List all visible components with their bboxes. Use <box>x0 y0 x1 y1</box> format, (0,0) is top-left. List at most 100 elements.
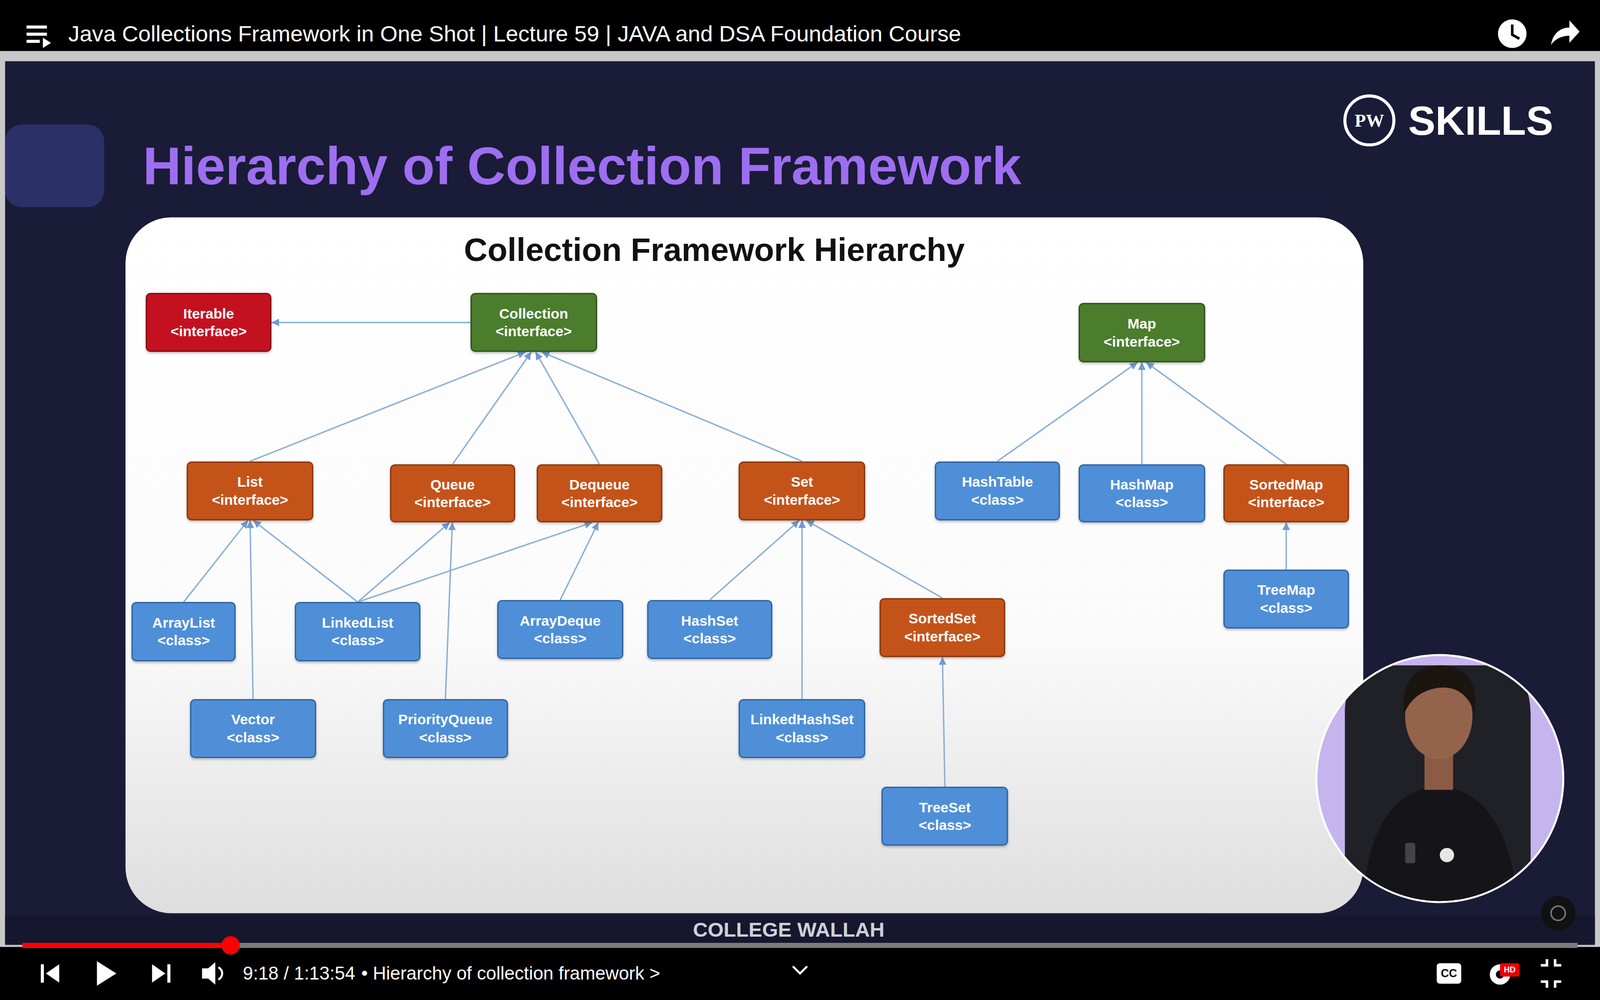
type-name: SortedSet <box>908 609 977 628</box>
inheritance-arrow <box>1140 362 1143 465</box>
video-title: Java Collections Framework in One Shot |… <box>68 20 962 47</box>
class-box: TreeMap<class> <box>1223 569 1350 629</box>
inheritance-arrow <box>253 520 358 602</box>
inheritance-arrow <box>183 520 249 602</box>
type-kind: <class> <box>157 631 210 650</box>
top-bar-icons-part <box>26 32 48 36</box>
type-kind: <class> <box>1260 599 1313 618</box>
top-bar-icons-part <box>1550 20 1580 45</box>
player-controls-part <box>792 966 808 974</box>
type-name: ArrayDeque <box>519 611 601 630</box>
type-name: Set <box>790 472 814 491</box>
chapter-title: • Hierarchy of collection framework > <box>361 962 661 984</box>
bottom-strip-part <box>1550 906 1566 921</box>
player-controls-part <box>151 964 166 983</box>
interface-box: SortedSet<interface> <box>879 598 1006 658</box>
player-controls-part <box>97 961 117 986</box>
type-kind: <interface> <box>211 490 289 510</box>
logo-mark: PW <box>1354 110 1385 131</box>
type-name: TreeMap <box>1257 580 1316 600</box>
class-box: Vector<class> <box>190 699 317 759</box>
type-name: Dequeue <box>569 475 630 494</box>
inheritance-arrow <box>1285 522 1288 570</box>
class-box: TreeSet<class> <box>881 786 1009 846</box>
type-kind: <interface> <box>170 322 247 341</box>
type-kind: <interface> <box>495 322 572 341</box>
type-kind: <class> <box>918 816 971 835</box>
webcam-view-part-part <box>1405 842 1416 864</box>
type-name: List <box>237 472 263 491</box>
type-name: Map <box>1127 314 1157 333</box>
top-bar-icons-part <box>1512 24 1520 39</box>
channel-watermark: COLLEGE WALLAH <box>692 918 885 942</box>
time-display: 9:18 / 1:13:54 <box>242 962 356 984</box>
webcam-view-part-part <box>1403 665 1476 715</box>
class-box: HashMap<class> <box>1078 464 1206 523</box>
slide-decoration-part <box>1344 95 1394 145</box>
logo-text: SKILLS <box>1408 97 1554 145</box>
progress-bar-part <box>22 942 231 949</box>
type-name: SortedMap <box>1249 475 1324 494</box>
player-controls-part <box>1500 963 1520 977</box>
webcam-view <box>1306 652 1574 909</box>
class-box: ArrayList<class> <box>131 601 236 661</box>
type-kind: <interface> <box>904 627 981 646</box>
type-name: Collection <box>499 304 569 323</box>
class-box: PriorityQueue<class> <box>382 699 509 759</box>
white-panel-part <box>125 217 1364 913</box>
type-name: PriorityQueue <box>398 710 493 729</box>
inheritance-arrow <box>250 520 253 700</box>
webcam-view-part-part <box>1344 665 1531 909</box>
player-controls-part <box>218 967 223 980</box>
type-kind: <class> <box>683 629 736 648</box>
type-name: Iterable <box>183 304 235 323</box>
inheritance-arrow <box>541 351 803 461</box>
webcam-view-part <box>1306 652 1574 909</box>
interface-box: Queue<interface> <box>390 464 516 523</box>
webcam-view-part-part <box>1440 848 1455 863</box>
player-controls-part <box>45 964 60 983</box>
slide-title: Hierarchy of Collection Framework <box>142 135 1022 197</box>
type-kind: <class> <box>533 629 587 648</box>
type-kind: <class> <box>775 728 829 747</box>
top-bar-icons-part <box>26 40 40 43</box>
type-name: ArrayList <box>152 613 216 632</box>
type-kind: <class> <box>419 728 472 747</box>
player-controls <box>40 959 1562 988</box>
class-box: LinkedHashSet<class> <box>738 699 866 759</box>
type-kind: <interface> <box>1103 332 1180 351</box>
slide-decoration-part <box>5 124 105 208</box>
player-controls-part <box>1540 959 1562 988</box>
top-bar-icons-part <box>42 37 51 48</box>
white-panel <box>125 217 1364 913</box>
inheritance-arrow <box>535 351 600 465</box>
player-controls-part <box>1436 963 1461 984</box>
player-background-part <box>0 50 1600 947</box>
inheritance-arrow <box>806 520 943 599</box>
progress-bar-part <box>22 942 1578 949</box>
interface-box: SortedMap<interface> <box>1223 464 1350 523</box>
bottom-strip-part <box>5 915 1596 944</box>
class-box: ArrayDeque<class> <box>497 600 624 660</box>
progress-bar-part <box>221 936 240 955</box>
interface-box: Dequeue<interface> <box>536 464 663 523</box>
interface-box: Iterable<interface> <box>145 292 272 352</box>
type-kind: <class> <box>971 490 1024 510</box>
webcam-view-part-part <box>1362 785 1519 909</box>
type-name: HashSet <box>680 611 739 630</box>
inheritance-arrow <box>357 522 450 602</box>
inheritance-arrow <box>1146 362 1287 465</box>
interface-box: Collection<interface> <box>470 292 598 352</box>
inheritance-arrow <box>801 520 803 700</box>
player-controls-part <box>40 964 44 983</box>
type-name: HashMap <box>1110 475 1174 494</box>
player-controls-part <box>201 962 216 985</box>
type-name: HashTable <box>961 472 1034 491</box>
diagram-title: Collection Framework Hierarchy <box>463 231 965 270</box>
type-kind: <interface> <box>1248 493 1325 512</box>
inheritance-arrow <box>445 522 453 700</box>
type-name: Queue <box>430 475 475 494</box>
inheritance-arrow <box>357 522 593 602</box>
